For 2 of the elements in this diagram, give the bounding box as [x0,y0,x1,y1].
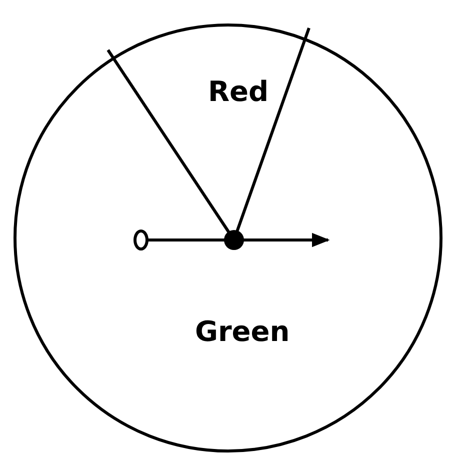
sector-label: Green [195,318,290,346]
sector-label: Red [208,78,269,106]
